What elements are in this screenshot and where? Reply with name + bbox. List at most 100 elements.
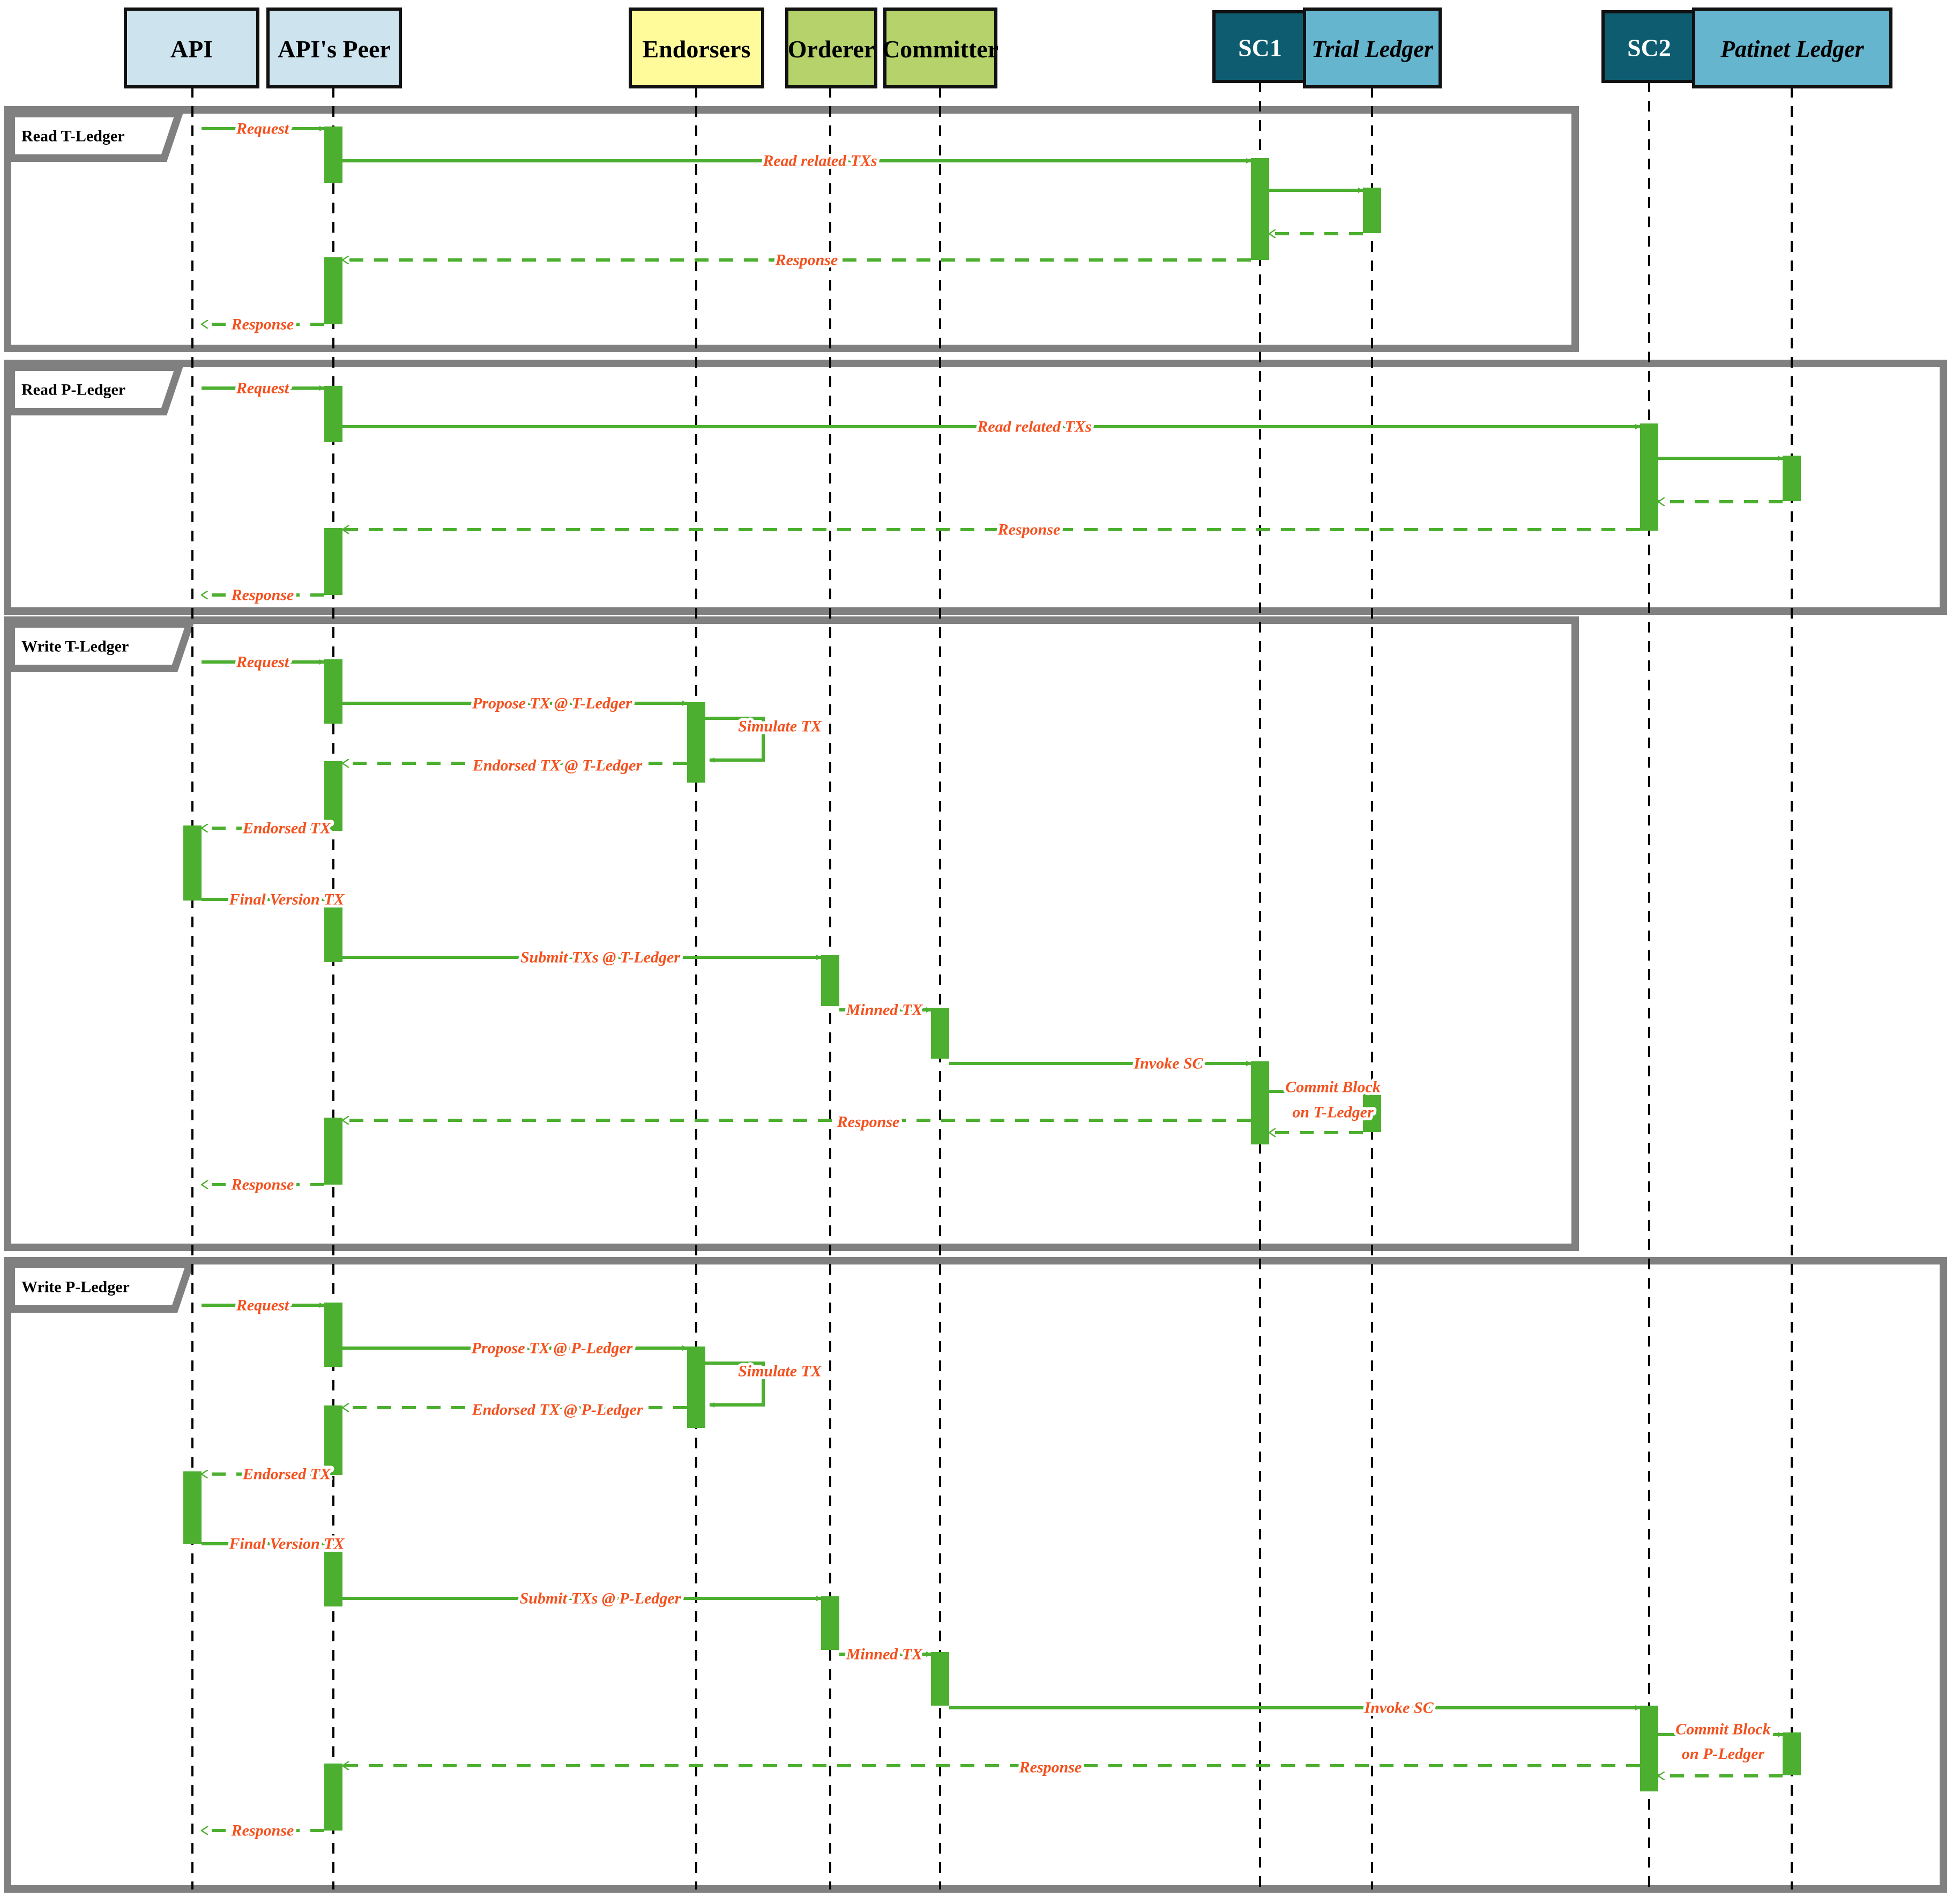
message-label-text: Propose TX @ P-Ledger <box>471 1340 633 1357</box>
fragment-tab <box>8 620 195 672</box>
lifeline-box[interactable] <box>124 8 259 88</box>
lifeline-head-orderer[interactable]: Orderer <box>785 8 877 88</box>
message-label-halo: Endorsed TX @ P-Ledger <box>471 1401 643 1419</box>
message-label-text: Endorsed TX @ P-Ledger <box>471 1401 643 1419</box>
activation-bar <box>324 528 342 595</box>
lifeline-box[interactable] <box>1601 10 1697 83</box>
message-label-halo: Request <box>236 120 290 138</box>
message-label-halo: Propose TX @ P-Ledger <box>471 1340 633 1357</box>
message-label-halo: Response <box>231 586 294 604</box>
message-label-text: Endorsed TX @ T-Ledger <box>472 757 643 775</box>
activation-bar <box>821 955 839 1006</box>
lifeline-box[interactable] <box>266 8 402 88</box>
activation-bar <box>324 1303 342 1367</box>
message-label-text: on T-Ledger <box>1292 1104 1374 1121</box>
message-label-halo: Submit TXs @ T-Ledger <box>520 949 680 966</box>
message-label-text: Endorsed TX <box>242 1465 331 1483</box>
message-label-halo: Response <box>1019 1759 1082 1776</box>
activation-bar <box>183 1471 202 1544</box>
message-label-text: Endorsed TX <box>242 820 331 837</box>
message-label-halo: Response <box>231 1822 294 1840</box>
lifeline-head-trial[interactable]: Trial Ledger <box>1303 8 1442 88</box>
lifeline-box[interactable] <box>785 8 877 88</box>
lifeline-head-sc2[interactable]: SC2 <box>1601 10 1697 83</box>
message-label-halo: on P-Ledger <box>1682 1745 1764 1763</box>
fragment-border <box>4 360 1947 615</box>
activation-bar <box>324 127 342 183</box>
lifeline-head-api_peer[interactable]: API's Peer <box>266 8 402 88</box>
message-label-halo: Response <box>231 316 294 333</box>
message-label-text: Invoke SC <box>1363 1699 1434 1717</box>
message-label-text: Read related TXs <box>977 418 1091 436</box>
fragment-write_t: Write T-Ledger <box>4 616 1579 1251</box>
activation-bar <box>324 1118 342 1185</box>
message-label-text: Simulate TX <box>738 1363 822 1380</box>
message-label-text: Submit TXs @ P-Ledger <box>520 1590 681 1608</box>
activation-bar <box>324 386 342 442</box>
lifeline-head-endorsers[interactable]: Endorsers <box>629 8 764 88</box>
message-label-text: Commit Block <box>1675 1721 1771 1738</box>
message-label-halo: Endorsed TX <box>242 820 331 837</box>
message-label-text: on P-Ledger <box>1682 1745 1764 1763</box>
message-label-text: Final Version TX <box>228 1535 345 1553</box>
lifeline-label: SC1 <box>1238 34 1282 62</box>
message-label-halo: Final Version TX <box>228 891 345 909</box>
activation-bar <box>1363 1089 1381 1132</box>
message-label-text: Response <box>231 316 294 333</box>
message-label-text: Propose TX @ T-Ledger <box>472 695 632 712</box>
message-label-text: Commit Block <box>1285 1078 1381 1096</box>
lifeline-head-sc1[interactable]: SC1 <box>1212 10 1308 83</box>
message-label-halo: Minned TX <box>846 1001 923 1019</box>
message-label-halo: Simulate TX <box>738 1363 822 1380</box>
self-message-path <box>705 717 765 763</box>
lifeline-head-api[interactable]: API <box>124 8 259 88</box>
message-label-halo: Response <box>231 1176 294 1194</box>
message-label-text: Minned TX <box>846 1001 923 1019</box>
activation-bar <box>1640 423 1658 531</box>
message-label-text: Simulate TX <box>738 718 822 735</box>
fragment-border <box>4 616 1579 1251</box>
lifeline-box[interactable] <box>883 8 997 88</box>
message-label-text: Response <box>231 586 294 604</box>
activation-bar <box>324 659 342 724</box>
activation-bar <box>1363 188 1381 233</box>
message-label-halo: Final Version TX <box>228 1535 345 1553</box>
lifeline-head-patinet[interactable]: Patinet Ledger <box>1692 8 1892 88</box>
lifeline-head-committer[interactable]: Committer <box>882 8 998 88</box>
message-label-text: Final Version TX <box>228 891 345 909</box>
message-label-text: Submit TXs @ T-Ledger <box>520 949 680 966</box>
message-label-text: Response <box>1019 1759 1082 1776</box>
activation-bar <box>931 1008 949 1059</box>
message-label-halo: Request <box>236 380 290 397</box>
self-message-path <box>705 1362 765 1408</box>
lifeline-box[interactable] <box>1303 8 1442 88</box>
activation-bar <box>324 1539 342 1606</box>
message-label-text: Response <box>775 251 838 269</box>
activation-bar <box>1783 1732 1801 1775</box>
lifeline-box[interactable] <box>629 8 764 88</box>
lifeline-box[interactable] <box>1692 8 1892 88</box>
activation-bar <box>183 825 202 901</box>
